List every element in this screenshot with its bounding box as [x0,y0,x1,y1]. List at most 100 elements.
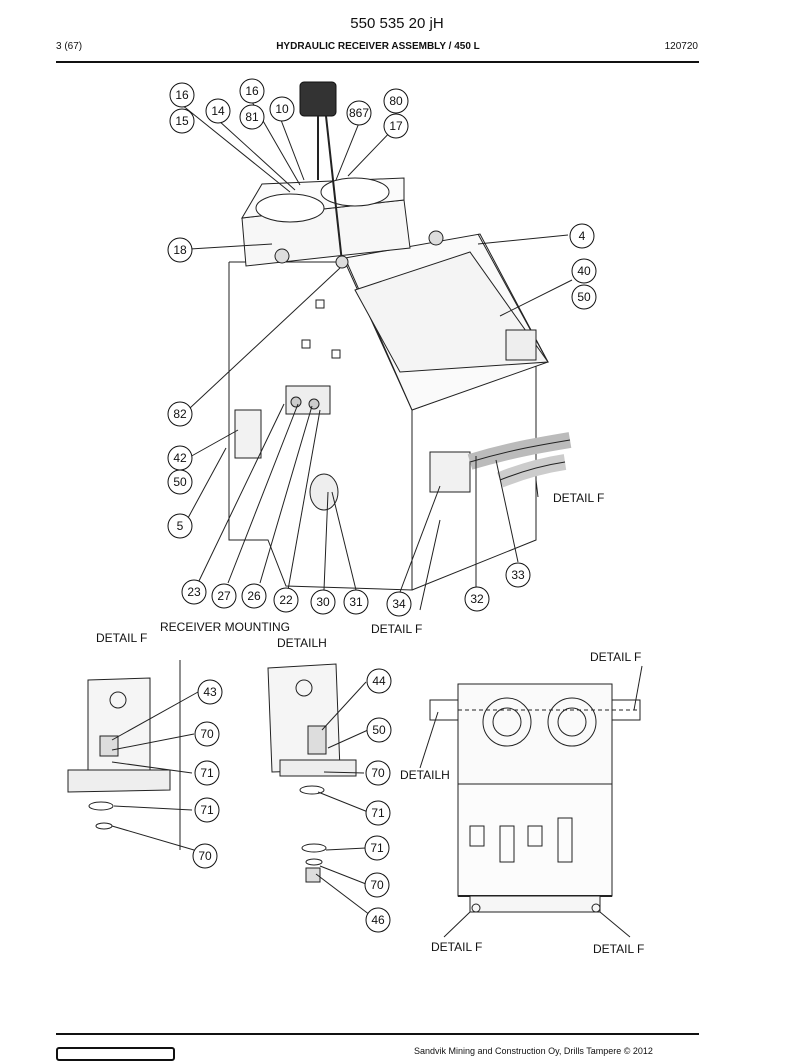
callout-number: 16 [245,84,259,98]
callout-circle [169,82,195,108]
callout-number: 15 [175,114,189,128]
detail-f-drawing [67,660,181,850]
callout-number: 71 [200,803,214,817]
callout-number: 34 [392,597,406,611]
callout-circle [386,591,412,617]
header-date: 120720 [664,41,698,52]
callout-number: 4 [579,229,586,243]
header-divider [56,61,699,63]
callout-circle [197,679,223,705]
callout-number: 50 [577,290,591,304]
callout-circle [464,586,490,612]
callout-circle [167,469,193,495]
callout-number: 50 [372,723,386,737]
callout-number: 70 [370,878,384,892]
header-title-prefix: HYDRAULIC RECEIVER ASSEMBLY / [276,41,455,52]
receiver-top-view-drawing [429,683,641,913]
leader-lines [111,99,643,938]
detail-f-label: DETAIL F [590,650,641,664]
detail-f-label: DETAIL F [593,942,644,956]
callout-circle [571,284,597,310]
callout-circle [269,96,295,122]
callout-circle [366,717,392,743]
callout-circle [167,237,193,263]
callout-number: 42 [173,451,187,465]
callout-number: 43 [203,685,217,699]
callout-number: 71 [200,766,214,780]
detail-f-label: DETAIL F [553,491,604,505]
callout-number: 17 [389,119,403,133]
callout-number: 70 [200,727,214,741]
footer-copyright: Sandvik Mining and Construction Oy, Dril… [414,1046,653,1056]
callout-circle [194,721,220,747]
detail-h-label: DETAILH [277,636,327,650]
callout-circle [167,401,193,427]
callout-circle [365,760,391,786]
callout-number: 26 [247,589,261,603]
callout-number: 5 [177,519,184,533]
callout-circle [273,587,299,613]
page-number: 3 (67) [56,41,83,52]
callout-number: 14 [211,104,225,118]
callout-number: 50 [173,475,187,489]
callout-number: 23 [187,585,201,599]
callout-circle [364,872,390,898]
callout-circle [241,583,267,609]
detail-f-label: DETAIL F [431,940,482,954]
callout-circle [194,760,220,786]
callout-circle [366,668,392,694]
callout-number: 31 [349,595,363,609]
callout-number: 70 [371,766,385,780]
callout-circle [571,258,597,284]
callout-numbers: 16 16 14 10 81 867 80 15 17 18 4 40 50 8… [173,84,591,927]
callout-circle [364,835,390,861]
detail-f-label: DETAIL F [371,622,422,636]
callout-circle [192,843,218,869]
callout-number: 40 [577,264,591,278]
callout-number: 33 [511,568,525,582]
callout-number: 27 [217,589,231,603]
footer-divider [56,1033,699,1035]
callout-number: 867 [349,106,369,120]
callout-circle [383,113,409,139]
callout-circle [505,562,531,588]
callout-circle [365,907,391,933]
callout-circle [343,589,369,615]
callout-number: 81 [245,110,259,124]
callout-number: 32 [470,592,484,606]
detail-h-label: DETAILH [400,768,450,782]
callout-circle [169,108,195,134]
callout-circle [239,104,265,130]
callout-circle [365,800,391,826]
callout-circle [194,797,220,823]
callout-number: 46 [371,913,385,927]
callout-circle [383,88,409,114]
callout-circle [569,223,595,249]
callout-circle [181,579,207,605]
callout-circle [239,78,265,104]
callout-number: 44 [372,674,386,688]
callout-circle [310,589,336,615]
callout-circle [211,583,237,609]
header-title-suffix: 450 L [454,41,480,52]
callout-number: 71 [371,806,385,820]
header-title: HYDRAULIC RECEIVER ASSEMBLY / 450 L [0,41,756,52]
callout-circle [167,513,193,539]
callout-circle [205,98,231,124]
callout-number: 18 [173,243,187,257]
callout-circle [346,100,372,126]
callout-number: 70 [198,849,212,863]
callout-number: 71 [370,841,384,855]
document-number: 550 535 20 jH [350,15,444,32]
detail-f-label: DETAIL F [96,631,147,645]
detail-labels: DETAIL F RECEIVER MOUNTING DETAIL F DETA… [96,491,644,956]
company-logo [56,1047,175,1061]
callout-number: 10 [275,102,289,116]
receiver-mounting-label: RECEIVER MOUNTING [160,620,290,634]
callout-number: 80 [389,94,403,108]
callout-number: 82 [173,407,187,421]
callout-number: 16 [175,88,189,102]
callout-circles [167,78,597,933]
callout-number: 30 [316,595,330,609]
